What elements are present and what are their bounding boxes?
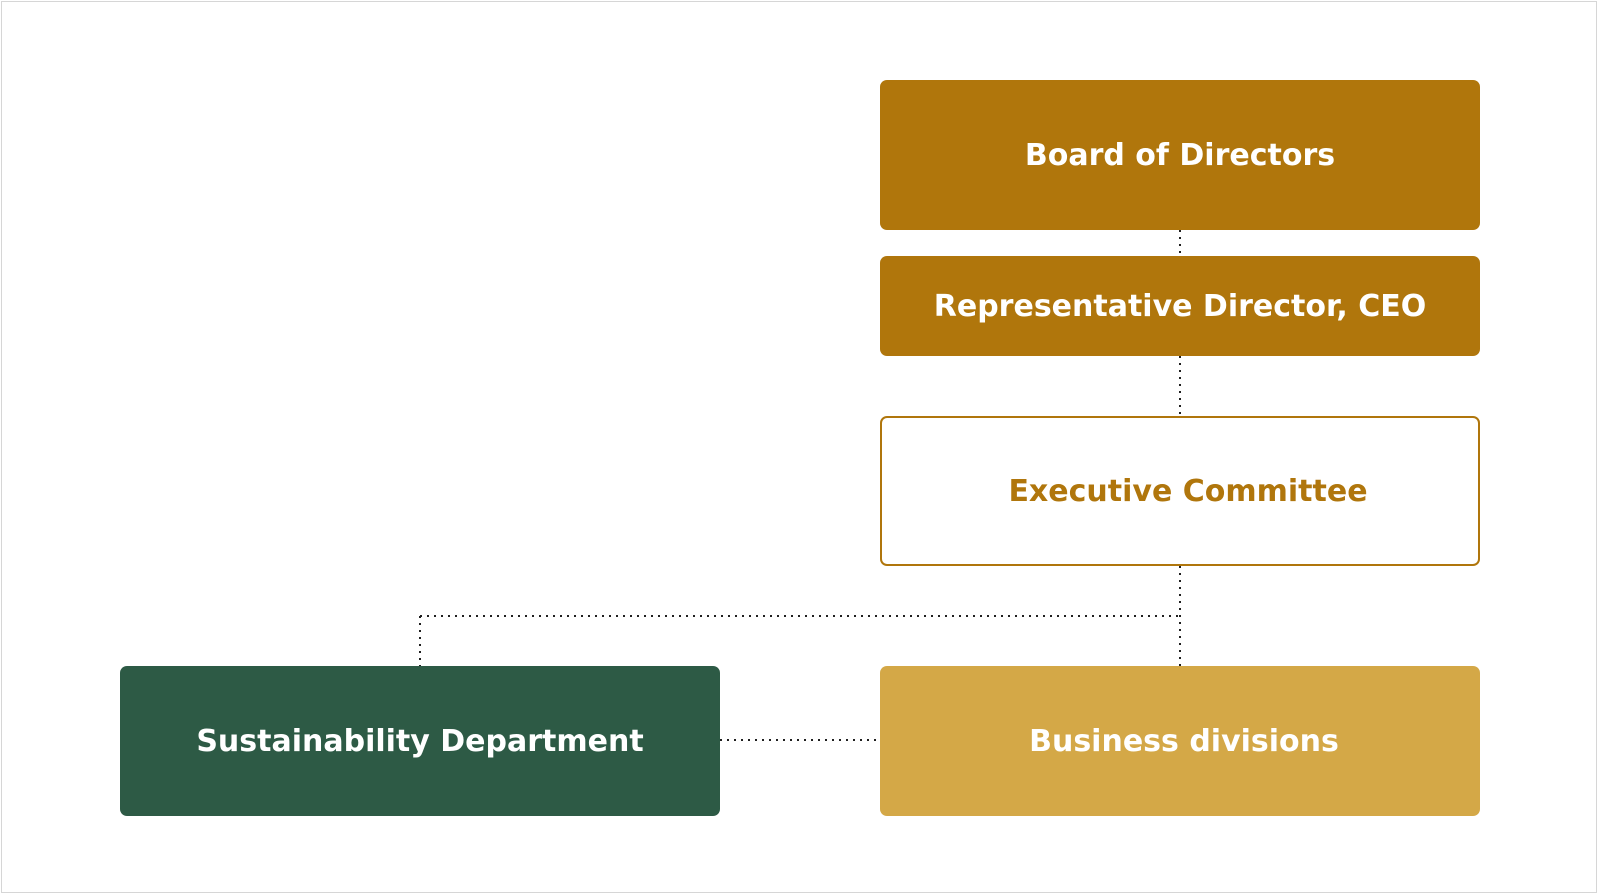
ceo-node: Representative Director, CEO	[880, 256, 1480, 356]
sustainability-department-node: Sustainability Department	[120, 666, 720, 816]
board-of-directors-node: Board of Directors	[880, 80, 1480, 230]
business-divisions-label: Business divisions	[1029, 723, 1339, 759]
board-of-directors-label: Board of Directors	[1024, 137, 1336, 173]
sustainability-department-label: Sustainability Department	[196, 723, 644, 759]
executive-committee-node: Executive Committee	[880, 416, 1480, 566]
ceo-label: Representative Director, CEO	[933, 288, 1427, 324]
executive-committee-label: Executive Committee	[1008, 473, 1368, 509]
business-divisions-node: Business divisions	[880, 666, 1480, 816]
